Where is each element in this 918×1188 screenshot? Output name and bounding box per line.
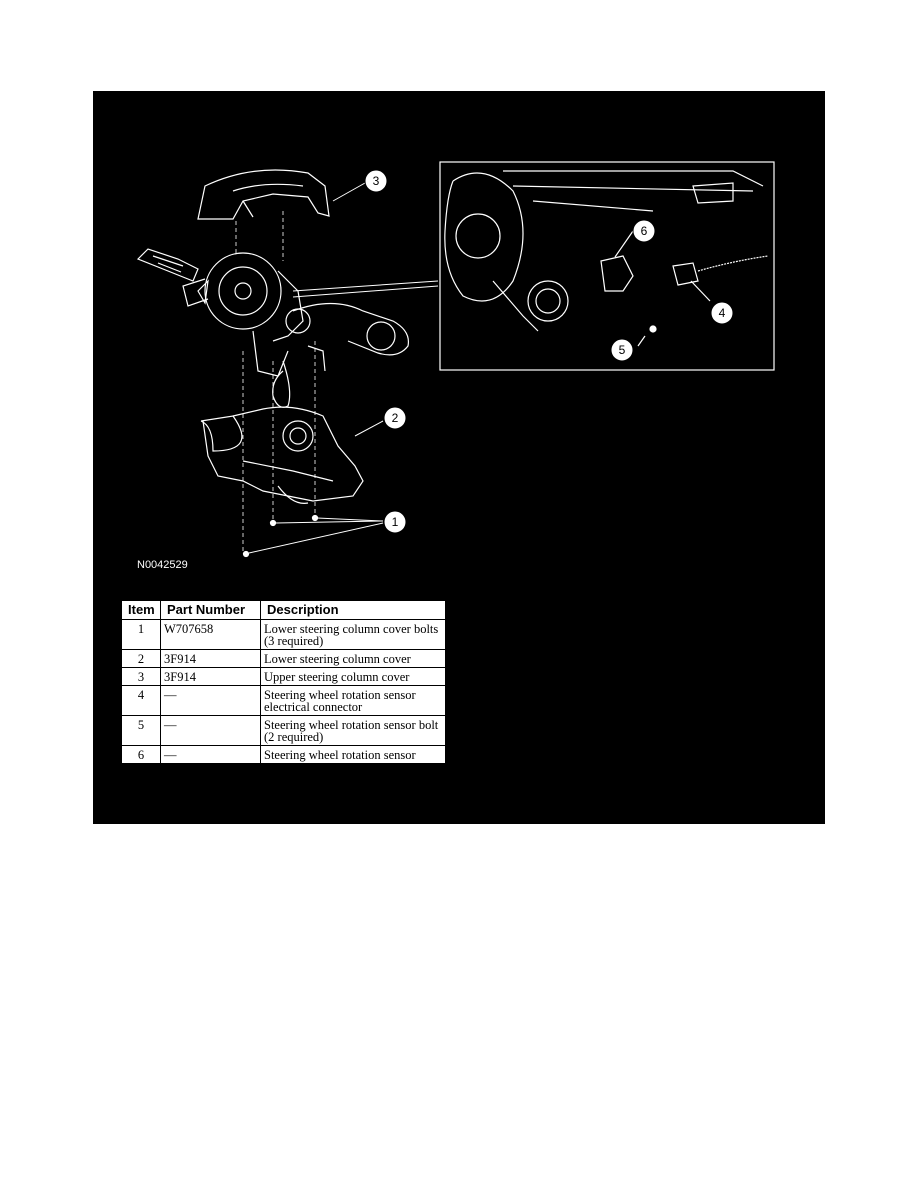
callout-5: 5 [619, 343, 626, 357]
header-item: Item [121, 600, 161, 620]
figure-id: N0042529 [137, 559, 188, 571]
cell-description: Steering wheel rotation sensor bolt (2 r… [260, 715, 446, 746]
steering-column-drawing [136, 248, 439, 408]
table-row: 3 3F914 Upper steering column cover [121, 667, 446, 686]
cell-item: 1 [121, 619, 161, 650]
cell-part-number: 3F914 [160, 649, 261, 668]
lower-cover-drawing [200, 406, 364, 504]
cell-part-number: — [160, 685, 261, 716]
cell-part-number: W707658 [160, 619, 261, 650]
steering-column-illustration: 3 2 1 4 5 6 [136, 161, 775, 558]
upper-cover-drawing [197, 169, 330, 220]
figure-panel: 3 2 1 4 5 6 N0042529 Item Part Number De… [93, 91, 825, 824]
table-header-row: Item Part Number Description [121, 600, 446, 620]
callout-1: 1 [392, 515, 399, 529]
cell-description: Steering wheel rotation sensor [260, 745, 446, 764]
cell-part-number: — [160, 745, 261, 764]
callout-6: 6 [641, 224, 648, 238]
cell-description: Upper steering column cover [260, 667, 446, 686]
table-row: 6 — Steering wheel rotation sensor [121, 745, 446, 764]
parts-table: Item Part Number Description 1 W707658 L… [121, 600, 446, 764]
header-description: Description [260, 600, 446, 620]
cell-part-number: 3F914 [160, 667, 261, 686]
table-row: 5 — Steering wheel rotation sensor bolt … [121, 715, 446, 746]
cell-item: 4 [121, 685, 161, 716]
guide-lines [235, 211, 316, 551]
cell-item: 3 [121, 667, 161, 686]
callout-2: 2 [392, 411, 399, 425]
cell-description: Lower steering column cover bolts (3 req… [260, 619, 446, 650]
callout-numbers: 3 2 1 4 5 6 [373, 174, 726, 529]
inset-detail [439, 161, 775, 371]
cell-item: 5 [121, 715, 161, 746]
header-part-number: Part Number [160, 600, 261, 620]
table-row: 1 W707658 Lower steering column cover bo… [121, 619, 446, 650]
bolt-drawings [242, 514, 319, 558]
cell-part-number: — [160, 715, 261, 746]
callout-circles [364, 169, 734, 534]
cell-description: Lower steering column cover [260, 649, 446, 668]
cell-item: 2 [121, 649, 161, 668]
callout-4: 4 [719, 306, 726, 320]
cell-item: 6 [121, 745, 161, 764]
leader-lines [248, 182, 384, 554]
table-row: 2 3F914 Lower steering column cover [121, 649, 446, 668]
callout-3: 3 [373, 174, 380, 188]
cell-description: Steering wheel rotation sensor electrica… [260, 685, 446, 716]
table-row: 4 — Steering wheel rotation sensor elect… [121, 685, 446, 716]
